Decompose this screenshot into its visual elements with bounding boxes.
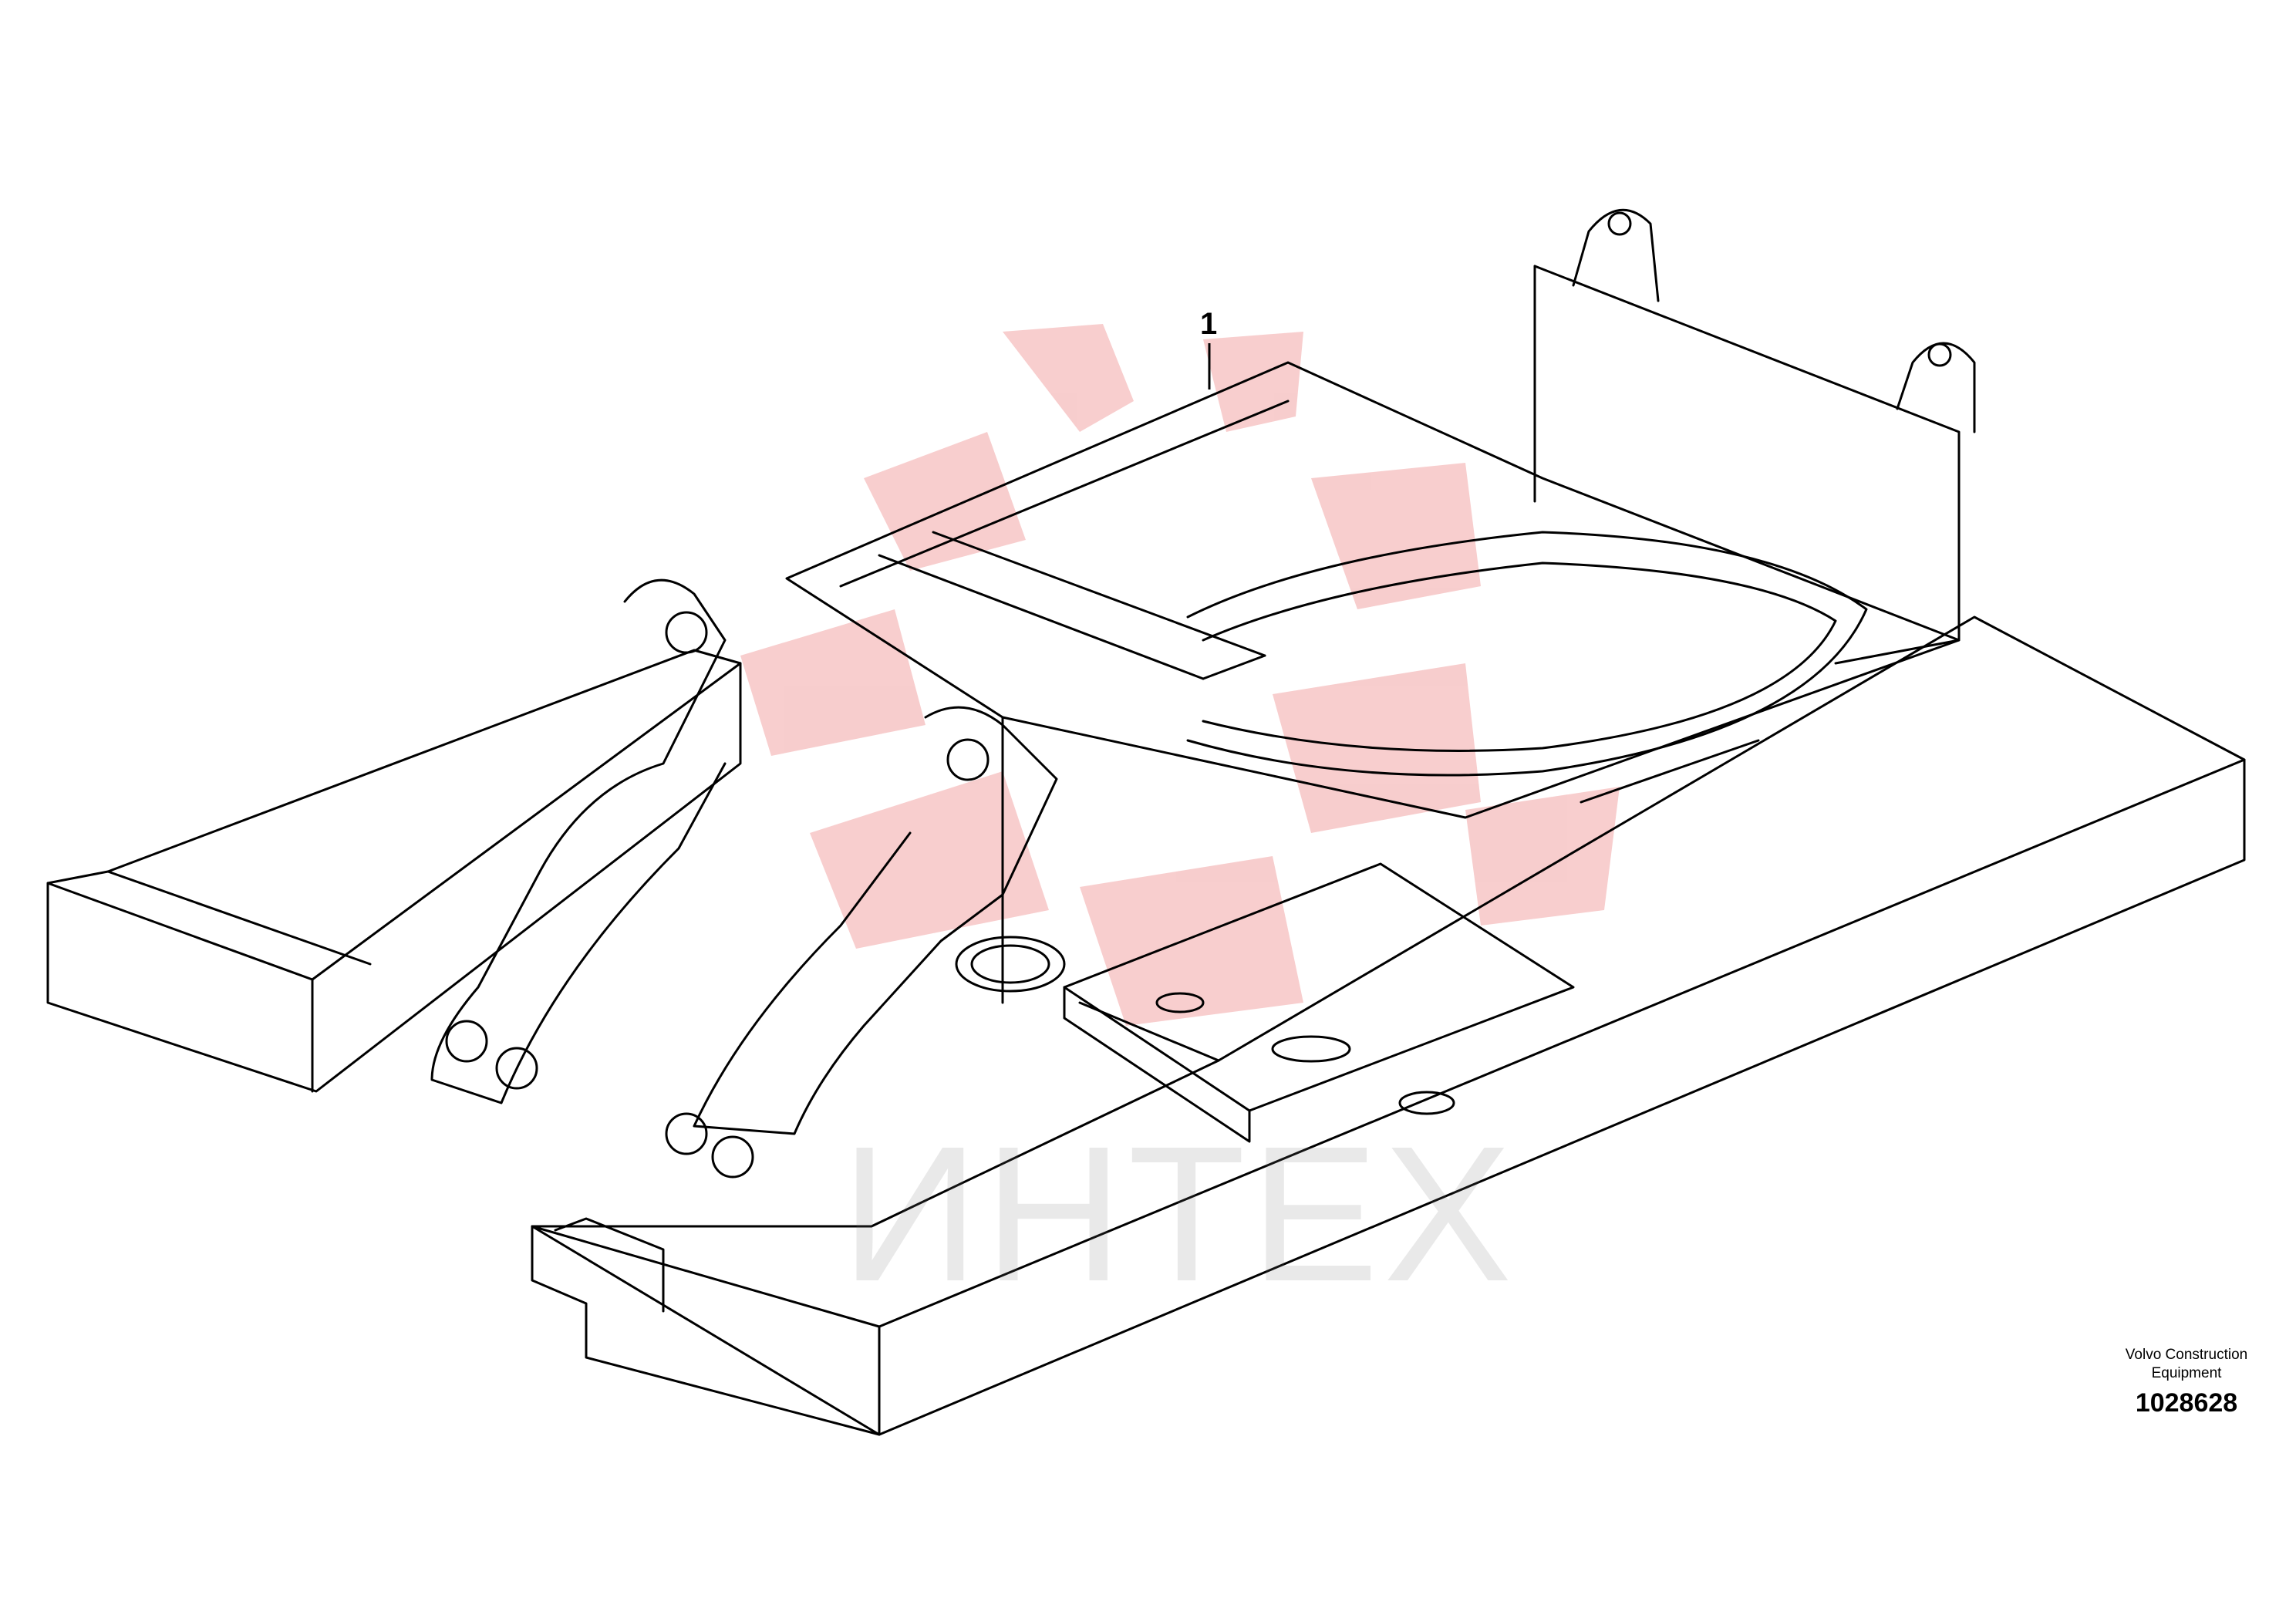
part-number: 1028628 xyxy=(2135,1388,2238,1418)
manufacturer-label: Volvo Construction Equipment xyxy=(2125,1347,2248,1381)
frame-outline xyxy=(46,208,2246,1436)
text-watermark: ИНТЕХ xyxy=(841,1106,1517,1321)
logo-watermark xyxy=(740,324,1620,1026)
callout-1: 1 xyxy=(1200,307,1218,341)
